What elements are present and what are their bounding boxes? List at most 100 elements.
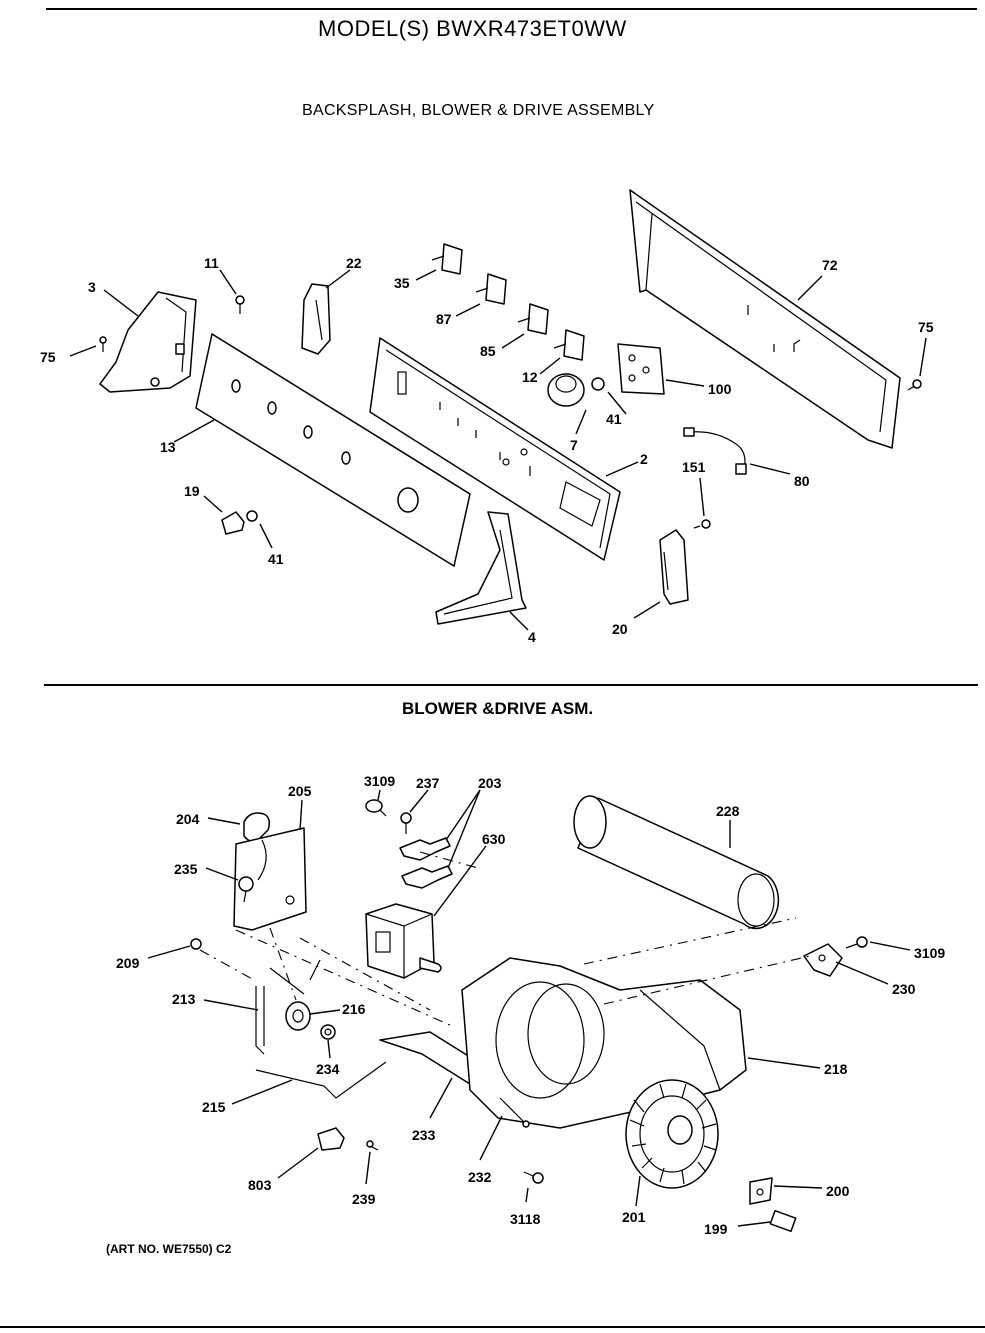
part-80-harness <box>683 427 747 475</box>
part-199-bolt <box>769 1209 797 1233</box>
callout-41-left: 41 <box>268 551 284 567</box>
part-22-end-cap <box>301 283 331 355</box>
callout-19: 19 <box>184 483 200 499</box>
part-100-timer <box>617 343 665 395</box>
callout-215: 215 <box>202 1099 226 1115</box>
callout-232: 232 <box>468 1169 492 1185</box>
blower-drive-group: 204 205 3109 237 203 630 228 235 209 213… <box>116 773 945 1237</box>
part-72-rear-panel <box>629 189 901 449</box>
leader-lines-bottom <box>147 789 911 1227</box>
part-41-bushing-right <box>591 377 605 391</box>
bottom-rule <box>0 1326 985 1328</box>
callout-228: 228 <box>716 803 740 819</box>
art-number: (ART NO. WE7550) C2 <box>106 1242 232 1256</box>
part-209-nut <box>190 938 202 950</box>
part-13-control-panel <box>195 333 471 567</box>
callout-204: 204 <box>176 811 200 827</box>
callout-2: 2 <box>640 451 648 467</box>
part-7-knob <box>547 373 585 407</box>
callout-87: 87 <box>436 311 452 327</box>
part-630-motor <box>365 903 442 979</box>
part-234-nut <box>320 1024 336 1040</box>
callouts-bottom: 204 205 3109 237 203 630 228 235 209 213… <box>116 773 945 1237</box>
callout-41-right: 41 <box>606 411 622 427</box>
callout-11: 11 <box>204 255 219 271</box>
callout-22: 22 <box>346 255 362 271</box>
callout-203: 203 <box>478 775 502 791</box>
callout-209: 209 <box>116 955 140 971</box>
callout-213: 213 <box>172 991 196 1007</box>
part-75-screw-right <box>907 379 922 391</box>
part-205-bracket <box>233 827 307 931</box>
callout-85: 85 <box>480 343 496 359</box>
leader-lines-top <box>69 269 927 631</box>
part-12-switch <box>553 329 585 361</box>
part-201-blower-wheel <box>625 1079 719 1189</box>
callout-75-right: 75 <box>918 319 934 335</box>
callout-12: 12 <box>522 369 538 385</box>
part-11-screw <box>235 295 245 314</box>
part-233-mount-bracket <box>379 1031 481 1085</box>
callout-218: 218 <box>824 1061 848 1077</box>
callout-72: 72 <box>822 257 838 273</box>
callout-230: 230 <box>892 981 916 997</box>
part-232-belt <box>499 1097 530 1128</box>
section-divider <box>44 684 978 686</box>
callout-237: 237 <box>416 775 440 791</box>
callout-803: 803 <box>248 1177 272 1193</box>
part-235-fastener <box>238 876 254 903</box>
part-19-knob <box>221 511 245 535</box>
callout-200: 200 <box>826 1183 850 1199</box>
part-20-end-cap <box>659 529 689 605</box>
callout-20: 20 <box>612 621 628 637</box>
callouts-top: 3 75 11 22 35 87 85 12 13 19 41 7 41 100… <box>40 255 934 645</box>
model-title: MODEL(S) BWXR473ET0WW <box>318 16 627 41</box>
section-title: BACKSPLASH, BLOWER & DRIVE ASSEMBLY <box>302 102 655 119</box>
part-3109-screw-upper <box>365 799 387 817</box>
part-3109-screw-right <box>845 936 868 949</box>
callout-151: 151 <box>682 459 706 475</box>
part-230-bracket <box>803 943 843 977</box>
part-2-panel-frame <box>369 337 621 561</box>
callout-4: 4 <box>528 629 536 645</box>
callout-630: 630 <box>482 831 506 847</box>
callout-239: 239 <box>352 1191 376 1207</box>
part-87-switch <box>475 273 507 305</box>
top-rule <box>46 8 977 10</box>
part-213-spring <box>255 959 321 1055</box>
part-228-duct <box>573 795 780 930</box>
part-85-switch <box>517 303 549 335</box>
callout-75-left: 75 <box>40 349 56 365</box>
part-203-clamp-lower <box>401 865 453 889</box>
part-3118-screw <box>523 1171 544 1184</box>
callout-3109-upper: 3109 <box>364 773 395 789</box>
assembly-dash-lines <box>199 851 811 1027</box>
callout-201: 201 <box>622 1209 646 1225</box>
part-41-bushing-left <box>246 510 258 522</box>
part-151-screw <box>693 519 711 529</box>
callout-235: 235 <box>174 861 198 877</box>
callout-233: 233 <box>412 1127 436 1143</box>
callout-35: 35 <box>394 275 410 291</box>
part-803-switch <box>317 1127 345 1151</box>
callout-100: 100 <box>708 381 732 397</box>
part-4-bracket <box>435 511 527 625</box>
part-200-clip <box>749 1177 773 1205</box>
callout-3118: 3118 <box>510 1211 541 1227</box>
backsplash-group: 3 75 11 22 35 87 85 12 13 19 41 7 41 100… <box>40 189 934 645</box>
part-237-screw <box>400 812 412 834</box>
part-35-switch <box>431 243 463 275</box>
callout-234: 234 <box>316 1061 340 1077</box>
part-215-idler-arm <box>255 1061 387 1099</box>
callout-199: 199 <box>704 1221 728 1237</box>
part-3-end-cap <box>99 291 197 393</box>
part-203-clamp-upper <box>399 837 451 861</box>
part-216-idler-pulley <box>285 1001 311 1031</box>
blower-drive-title: BLOWER &DRIVE ASM. <box>402 699 594 718</box>
callout-216: 216 <box>342 1001 366 1017</box>
callout-3109-right: 3109 <box>914 945 945 961</box>
callout-13: 13 <box>160 439 176 455</box>
part-239-screw <box>366 1140 379 1151</box>
